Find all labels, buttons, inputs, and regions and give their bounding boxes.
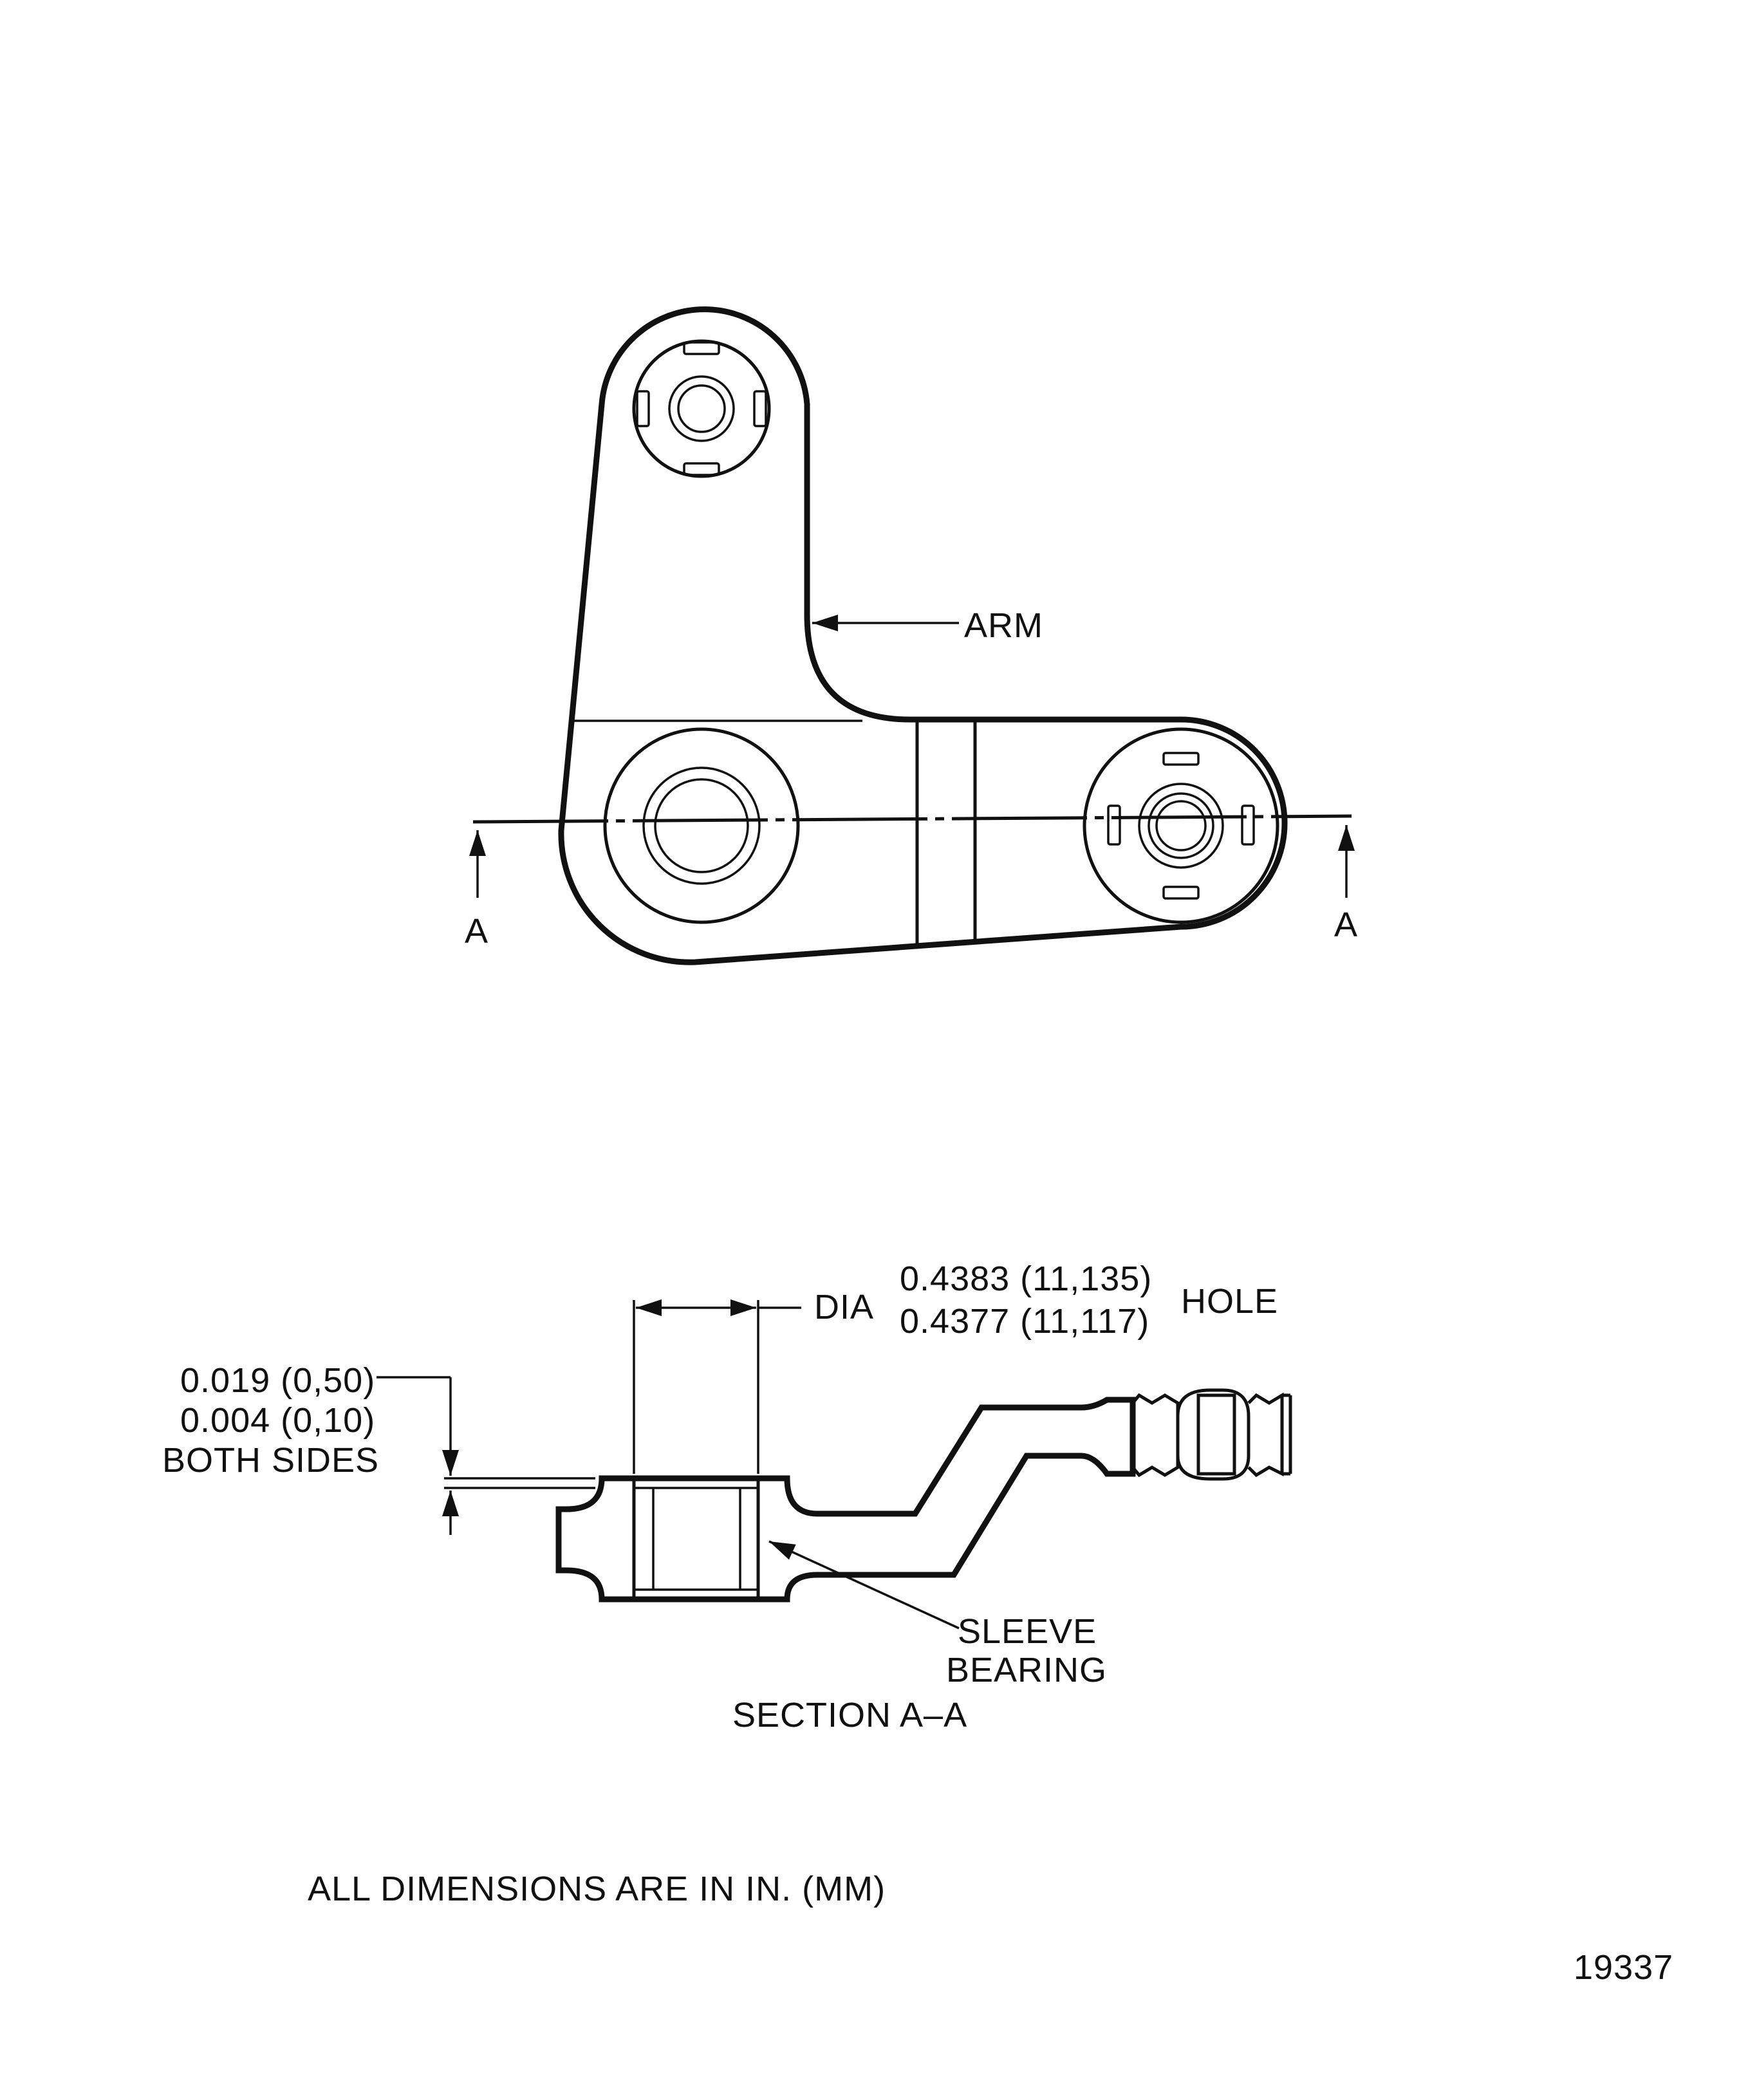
- tolerance-max-value: 0.019 (0,50): [180, 1361, 376, 1400]
- dia-max-value: 0.4383 (11,135): [900, 1259, 1153, 1298]
- both-sides-label: BOTH SIDES: [162, 1441, 380, 1480]
- section-mark-left: A: [465, 912, 489, 951]
- section-cut-line: [472, 814, 1352, 824]
- plan-view: [469, 306, 1355, 965]
- section-view: [376, 1299, 1292, 1630]
- hole-label: HOLE: [1181, 1282, 1279, 1321]
- section-mark-right: A: [1334, 906, 1359, 944]
- sleeve-leader: [768, 1540, 960, 1630]
- section-title: SECTION A–A: [732, 1696, 968, 1734]
- sleeve-label: SLEEVE: [958, 1612, 1097, 1651]
- section-outline: [555, 1397, 1136, 1603]
- dia-label: DIA: [814, 1288, 875, 1326]
- dia-min-value: 0.4377 (11,117): [900, 1302, 1150, 1341]
- units-note: ALL DIMENSIONS ARE IN IN. (MM): [308, 1870, 886, 1908]
- dia-dimension: [633, 1299, 801, 1474]
- bearing-label: BEARING: [946, 1651, 1108, 1689]
- right-boss: [1083, 727, 1279, 924]
- arm-outline: [558, 306, 1288, 965]
- end-fitting: [1131, 1388, 1292, 1481]
- tolerance-dimension: [376, 1376, 595, 1535]
- arm-label: ARM: [964, 606, 1043, 645]
- top-boss: [632, 339, 771, 478]
- left-boss: [603, 727, 800, 924]
- tolerance-min-value: 0.004 (0,10): [180, 1401, 376, 1440]
- figure-number: 19337: [1574, 1948, 1674, 1987]
- sleeve-bearing: [632, 1478, 760, 1599]
